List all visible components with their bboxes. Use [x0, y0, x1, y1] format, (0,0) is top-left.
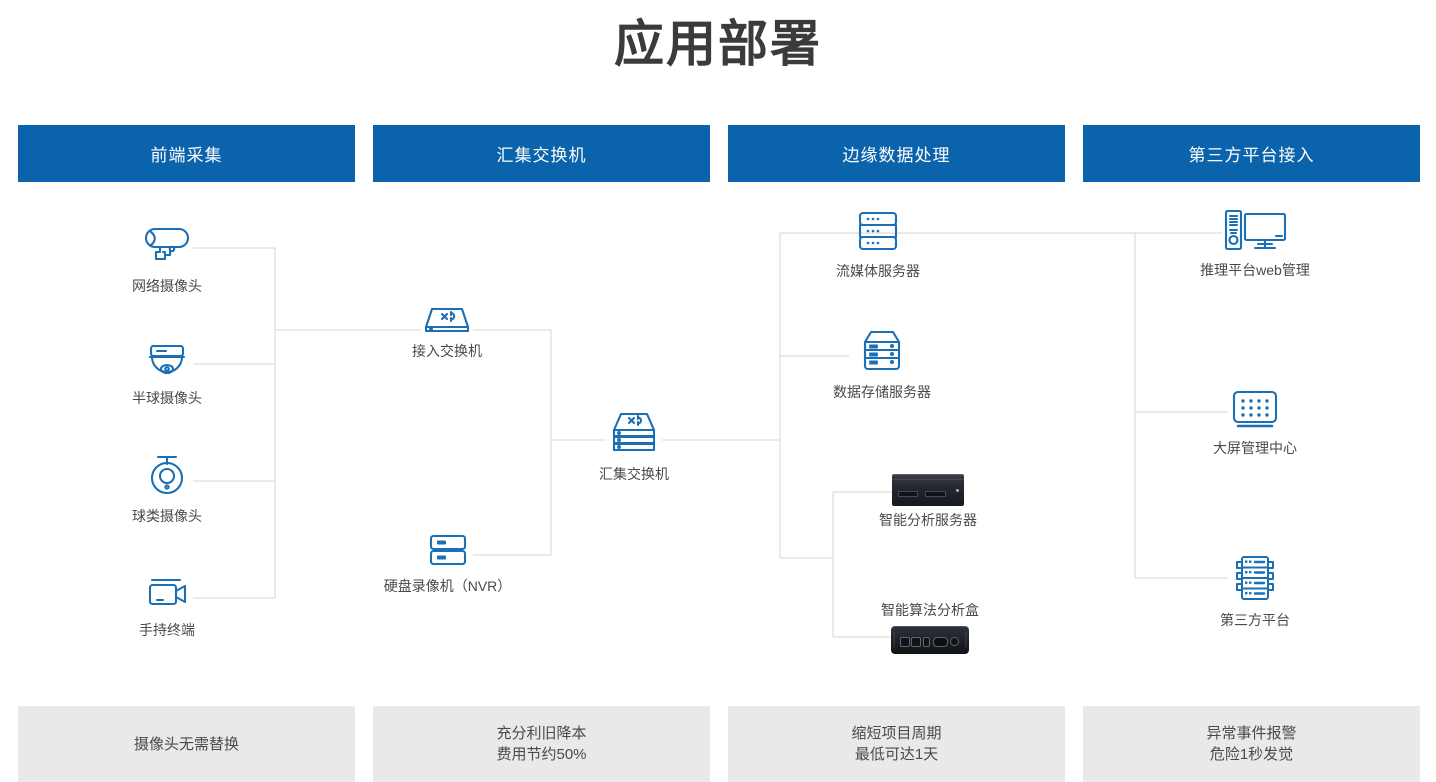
node-label: 接入交换机	[412, 343, 482, 359]
node-access-switch[interactable]: 接入交换机	[387, 303, 507, 361]
dome-camera-icon	[107, 340, 227, 384]
node-streaming-server[interactable]: 流媒体服务器	[818, 209, 938, 281]
bullet-camera-icon	[107, 224, 227, 272]
ai-algorithm-box-photo	[891, 626, 969, 654]
node-label: 大屏管理中心	[1213, 440, 1297, 456]
storage-server-icon	[822, 328, 942, 378]
column-header-aggregation-switch[interactable]: 汇集交换机	[373, 125, 710, 182]
node-label: 网络摄像头	[132, 278, 202, 294]
node-aggregation-switch[interactable]: 汇集交换机	[574, 410, 694, 484]
access-switch-icon	[387, 303, 507, 337]
node-dome-camera[interactable]: 半球摄像头	[107, 340, 227, 408]
node-label: 第三方平台	[1220, 612, 1290, 628]
node-nvr[interactable]: 硬盘录像机（NVR）	[380, 530, 515, 596]
ai-analysis-server-photo	[892, 474, 964, 506]
nvr-icon	[380, 530, 515, 572]
node-label: 手持终端	[139, 622, 195, 638]
node-label: 流媒体服务器	[836, 263, 920, 279]
node-third-party-platform[interactable]: 第三方平台	[1192, 554, 1318, 630]
third-party-rack-icon	[1192, 554, 1318, 606]
node-label: 推理平台web管理	[1200, 262, 1310, 278]
node-inference-platform-web-management[interactable]: 推理平台web管理	[1192, 208, 1318, 280]
streaming-server-icon	[818, 209, 938, 257]
node-network-camera[interactable]: 网络摄像头	[107, 224, 227, 296]
node-data-storage-server[interactable]: 数据存储服务器	[822, 328, 942, 402]
aggregation-switch-icon	[574, 410, 694, 460]
footer-benefit-edge: 缩短项目周期 最低可达1天	[728, 706, 1065, 782]
node-ptz-camera[interactable]: 球类摄像头	[107, 452, 227, 526]
node-large-screen-management-center[interactable]: 大屏管理中心	[1192, 388, 1318, 458]
page-title: 应用部署	[614, 16, 822, 72]
node-label: 智能算法分析盒	[881, 602, 979, 618]
node-label: 汇集交换机	[599, 466, 669, 482]
footer-benefit-switch: 充分利旧降本 费用节约50%	[373, 706, 710, 782]
handheld-camcorder-icon	[107, 574, 227, 616]
node-label: 数据存储服务器	[833, 384, 931, 400]
node-label: 硬盘录像机（NVR）	[383, 578, 512, 594]
node-handheld-terminal[interactable]: 手持终端	[107, 574, 227, 640]
node-label: 智能分析服务器	[879, 512, 977, 528]
ptz-camera-icon	[107, 452, 227, 502]
video-wall-icon	[1192, 388, 1318, 434]
column-header-third-party-platform-access[interactable]: 第三方平台接入	[1083, 125, 1420, 182]
node-ai-algorithm-box[interactable]: 智能算法分析盒	[867, 600, 993, 654]
desktop-monitor-icon	[1192, 208, 1318, 256]
node-ai-analysis-server[interactable]: 智能分析服务器	[865, 474, 991, 530]
column-header-front-end-collection[interactable]: 前端采集	[18, 125, 355, 182]
node-label: 球类摄像头	[132, 508, 202, 524]
footer-benefit-front-end: 摄像头无需替换	[18, 706, 355, 782]
footer-benefit-third-party: 异常事件报警 危险1秒发觉	[1083, 706, 1420, 782]
column-header-edge-data-processing[interactable]: 边缘数据处理	[728, 125, 1065, 182]
node-label: 半球摄像头	[132, 390, 202, 406]
